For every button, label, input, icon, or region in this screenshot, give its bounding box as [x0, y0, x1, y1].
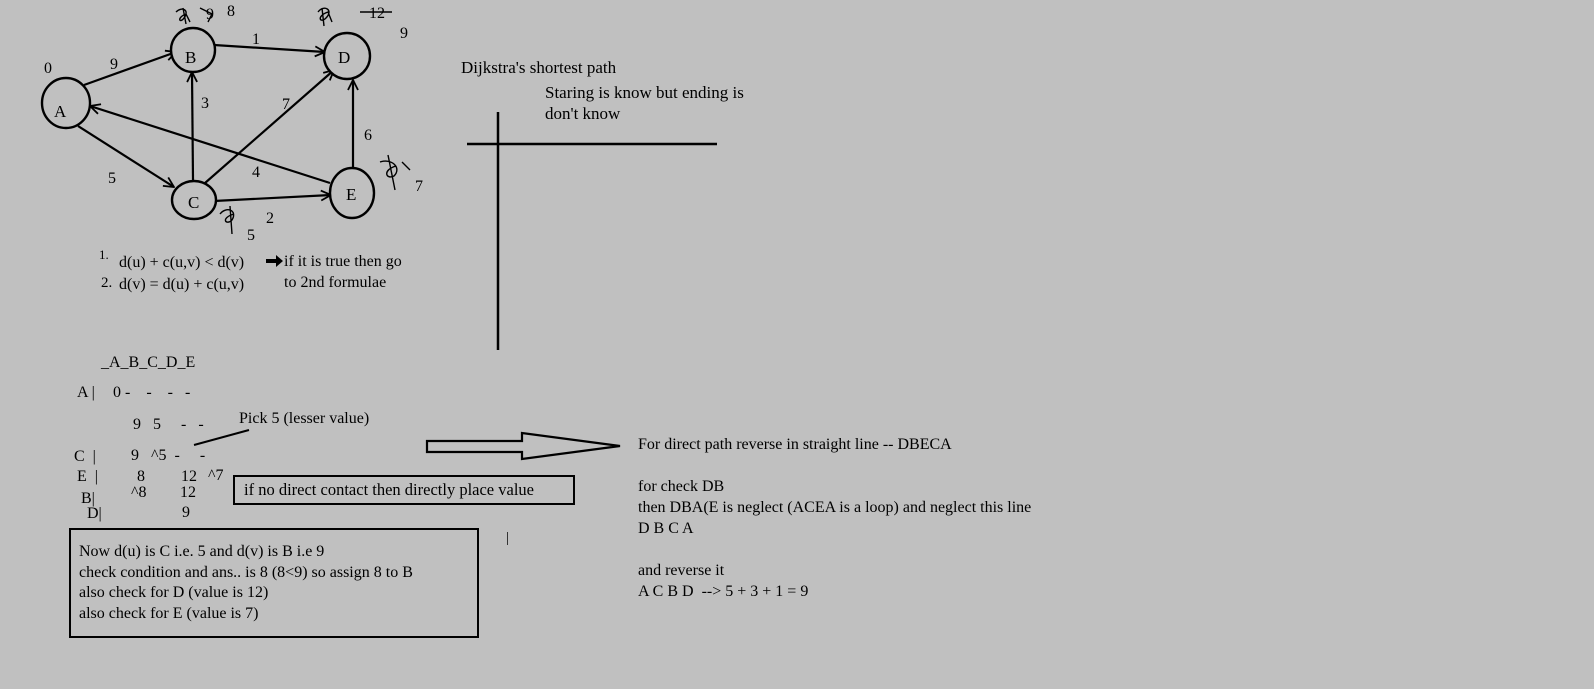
table-row-2-values: 9 5 - - — [133, 416, 204, 433]
node-d-circle — [322, 31, 372, 81]
node-b-value-new: 8 — [227, 3, 235, 20]
explanation-box: Now d(u) is C i.e. 5 and d(v) is B i.e 9… — [69, 528, 479, 638]
table-row-b-label: B| — [81, 490, 95, 507]
direct-contact-box: if no direct contact then directly place… — [233, 475, 575, 505]
edge-c-d — [204, 70, 334, 184]
node-b-circle — [169, 26, 217, 74]
node-b-value-old: 9 — [206, 6, 214, 23]
node-a-circle — [40, 76, 92, 130]
node-e-label: E — [346, 185, 356, 204]
weight-c-d: 7 — [282, 96, 290, 113]
diagram-title: Dijkstra's shortest path — [461, 58, 617, 77]
formula-1-note-line-2: to 2nd formulae — [284, 274, 386, 291]
graph-nodes — [40, 26, 376, 221]
explanation-line-2: check condition and ans.. is 8 (8<9) so … — [79, 563, 413, 581]
right-notes: For direct path reverse in straight line… — [638, 436, 1031, 600]
explanation-line-3: also check for D (value is 12) — [79, 584, 269, 601]
weight-a-b: 9 — [110, 56, 118, 73]
table-row-a-label: A | — [77, 384, 95, 401]
edge-weights: 9 1 3 7 4 5 2 6 — [108, 31, 372, 227]
node-a-label: A — [54, 102, 67, 121]
node-d-value-new: 9 — [400, 25, 408, 42]
formula-2-number: 2. — [101, 275, 112, 291]
table-row-e-value-2: 12 — [181, 468, 197, 485]
weight-c-e: 2 — [266, 210, 274, 227]
pick-pointer-line — [193, 429, 250, 446]
table-row-d-label: D| — [87, 505, 102, 522]
weight-a-c: 5 — [108, 170, 116, 187]
right-note-2: for check DB — [638, 478, 724, 495]
table-row-d-value-1: 9 — [182, 504, 190, 521]
formula-2: d(v) = d(u) + c(u,v) — [119, 276, 244, 293]
table-row-e-value-3: ^7 — [208, 467, 224, 484]
edge-e-a — [90, 106, 331, 185]
scribble-d — [317, 7, 333, 27]
note-line-1: Staring is know but ending is — [545, 83, 744, 102]
node-values: 0 9 8 12 9 7 5 — [44, 3, 423, 244]
edge-b-d — [213, 43, 325, 52]
formula-1: d(u) + c(u,v) < d(v) — [119, 254, 244, 271]
table-header: _A_B_C_D_E — [100, 354, 195, 371]
explanation-line-4: also check for E (value is 7) — [79, 604, 259, 622]
weight-b-d: 1 — [252, 31, 260, 48]
edge-c-b — [192, 72, 193, 181]
weight-c-b: 3 — [201, 95, 209, 112]
graph-edges — [77, 43, 353, 203]
node-b-label: B — [185, 48, 196, 67]
scribble-b — [175, 7, 213, 25]
formulas: 1. d(u) + c(u,v) < d(v) if it is true th… — [99, 247, 402, 293]
edge-a-c — [77, 125, 174, 187]
right-note-4: D B C A — [638, 520, 694, 537]
node-a-value: 0 — [44, 60, 52, 77]
right-note-6: A C B D --> 5 + 3 + 1 = 9 — [638, 583, 808, 600]
weight-e-d: 6 — [364, 127, 372, 144]
stray-mark: | — [506, 530, 509, 546]
direct-contact-note: if no direct contact then directly place… — [244, 480, 534, 499]
table-row-e-label: E | — [77, 468, 98, 485]
right-note-1: For direct path reverse in straight line… — [638, 436, 952, 453]
big-hollow-arrow — [425, 431, 621, 461]
node-e-circle — [328, 166, 376, 220]
right-note-3: then DBA(E is neglect (ACEA is a loop) a… — [638, 499, 1031, 516]
distance-table: _A_B_C_D_E A | 0 - - - - 9 5 - - Pick 5 … — [74, 354, 369, 522]
edge-a-b — [83, 52, 176, 87]
node-d-value-old: 12 — [369, 5, 385, 22]
scribble-e — [379, 154, 411, 191]
explanation-line-1: Now d(u) is C i.e. 5 and d(v) is B i.e 9 — [79, 543, 325, 560]
right-note-5: and reverse it — [638, 562, 725, 579]
table-row-a-values: 0 - - - - — [113, 384, 190, 401]
formula-1-note-line-1: if it is true then go — [284, 253, 402, 270]
table-row-b-value-1: ^8 — [131, 484, 147, 501]
table-row-c-values: 9 ^5 - - — [131, 447, 205, 464]
node-c-value: 5 — [247, 227, 255, 244]
node-d-label: D — [338, 48, 350, 67]
note-line-2: don't know — [545, 104, 621, 123]
table-row-c-label: C | — [74, 448, 96, 465]
node-c-circle — [170, 179, 218, 221]
scribbles — [175, 7, 411, 267]
table-row-e-value-1: 8 — [137, 468, 145, 485]
pick-note: Pick 5 (lesser value) — [239, 410, 369, 427]
edge-c-e — [213, 195, 331, 203]
weight-e-a: 4 — [252, 164, 260, 181]
formula-1-number: 1. — [99, 247, 109, 262]
node-e-value: 7 — [415, 178, 423, 195]
scribble-c — [219, 205, 235, 235]
t-divider — [467, 112, 717, 350]
formula-arrow-shape — [266, 255, 283, 267]
graph-node-labels: A B C D E — [54, 48, 356, 212]
table-row-b-value-2: 12 — [180, 484, 196, 501]
node-c-label: C — [188, 193, 199, 212]
